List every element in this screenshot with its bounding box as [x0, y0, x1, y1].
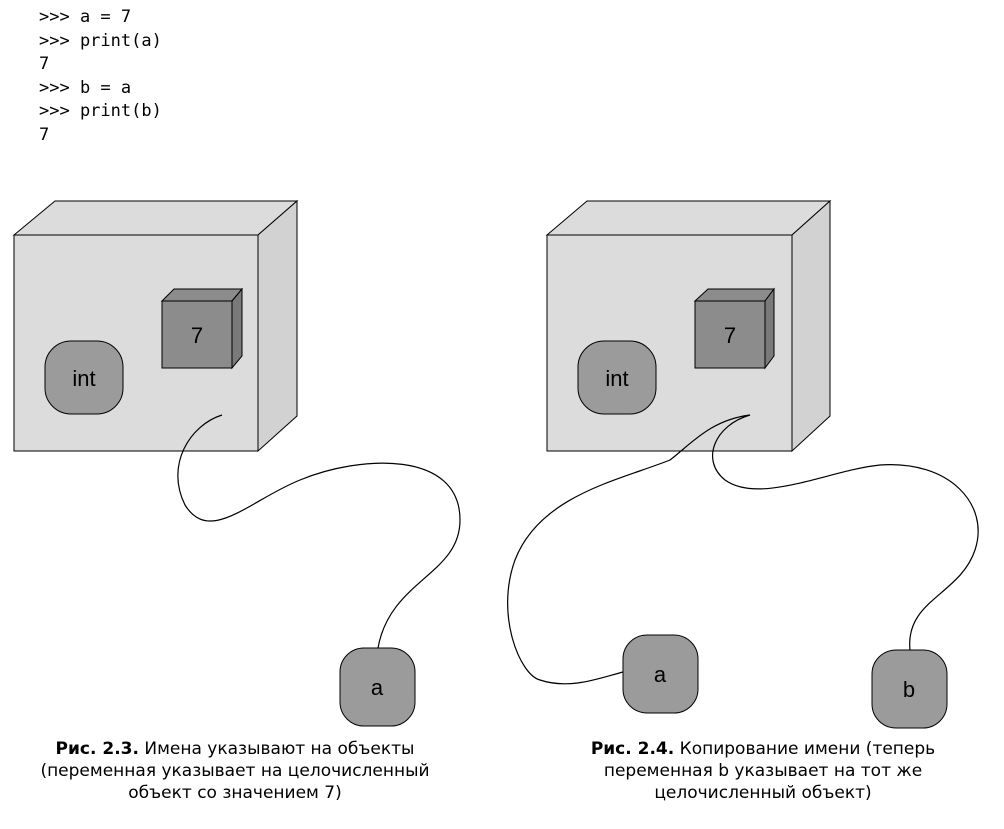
type-tag-shape [44, 340, 124, 415]
value-label: 7 [724, 323, 736, 348]
name-tag-a: a [339, 647, 416, 727]
code-line: 7 [39, 54, 50, 75]
reference-arrow-b [712, 414, 979, 651]
name-tag-shape [339, 647, 416, 727]
code-line: >>> b = a [39, 77, 132, 98]
caption-figure-number: Рис. 2.4. [590, 739, 675, 759]
object-box [545, 199, 832, 453]
reference-arrow-a [507, 414, 751, 685]
value-label: 7 [191, 323, 203, 348]
value-cube-top [160, 288, 244, 302]
type-label: int [605, 366, 628, 391]
type-tag: int [577, 340, 657, 415]
type-tag-shape [577, 340, 657, 415]
value-cube-side [231, 287, 243, 370]
type-label: int [72, 366, 95, 391]
name-label: a [654, 662, 667, 687]
figure-2-3: 7 int a [12, 199, 461, 727]
caption-text: Копирование имени (теперь переменная b у… [603, 739, 936, 803]
caption-figure-number: Рис. 2.3. [55, 739, 139, 759]
code-line: >>> print(a) [39, 30, 162, 51]
object-box-top [12, 200, 299, 236]
value-cube-front [161, 300, 233, 369]
type-tag: int [44, 340, 124, 415]
name-tag-b: b [871, 649, 948, 729]
name-tag-shape [871, 649, 948, 729]
value-cube-top [693, 288, 775, 302]
object-box-side [791, 199, 831, 453]
object-box-side [257, 199, 298, 453]
name-tag-a: a [622, 634, 699, 714]
value-cube: 7 [693, 287, 775, 370]
caption-text: Имена указывают на объекты (переменная у… [40, 739, 430, 803]
figure-2-4: 7 int a b [507, 199, 979, 729]
object-box [12, 199, 299, 453]
figure-caption-2-4: Рис. 2.4. Копирование имени (теперь пере… [553, 738, 973, 804]
name-label: a [371, 675, 384, 700]
name-tag-shape [622, 634, 699, 714]
figure-caption-2-3: Рис. 2.3. Имена указывают на объекты (пе… [20, 738, 450, 804]
code-line: >>> a = 7 [39, 7, 132, 27]
value-cube: 7 [160, 287, 244, 370]
code-line: >>> print(b) [39, 101, 162, 122]
value-cube-front [694, 300, 766, 369]
name-label: b [903, 677, 915, 702]
object-box-top [545, 200, 832, 236]
code-listing: >>> a = 7>>> print(a)7>>> b = a>>> print… [39, 6, 162, 148]
reference-arrow-a [177, 414, 461, 649]
code-line: 7 [39, 124, 50, 145]
value-cube-side [764, 287, 775, 370]
